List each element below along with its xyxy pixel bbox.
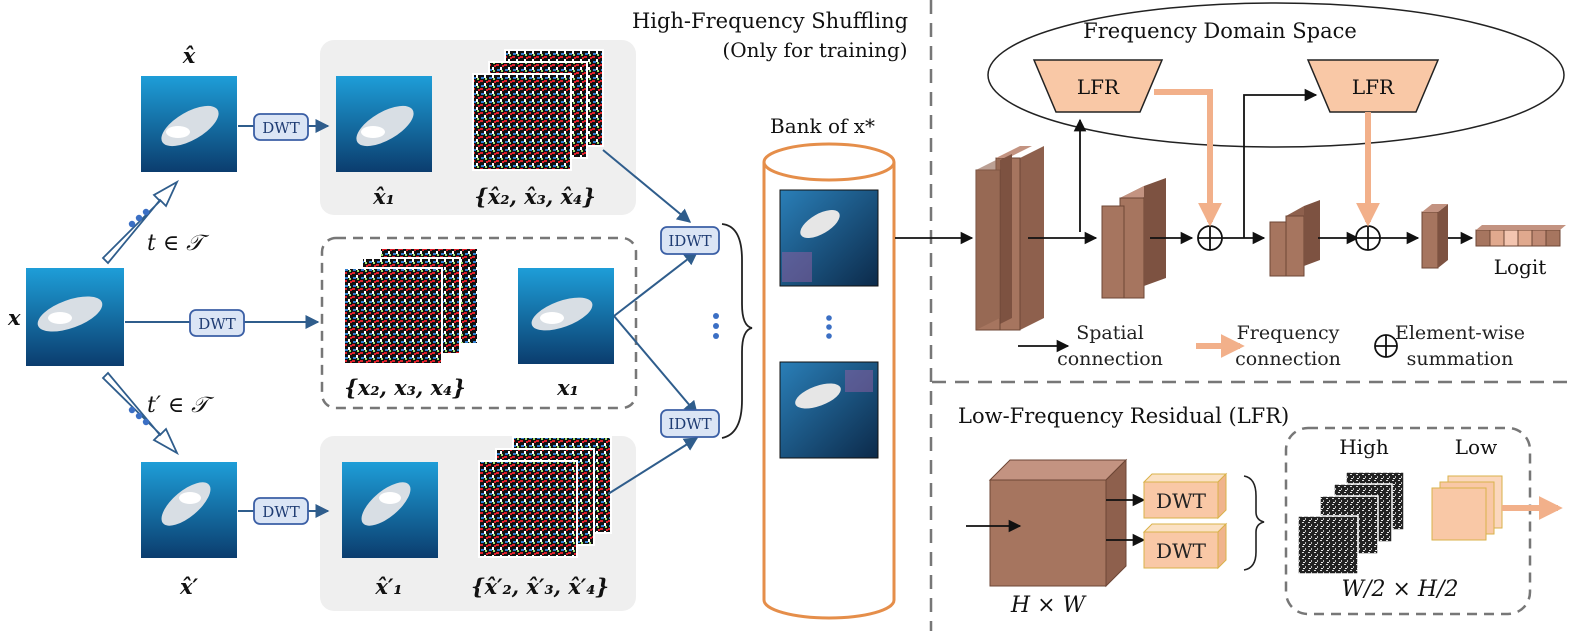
label-xhat: x̂ (182, 43, 196, 68)
fds-title: Frequency Domain Space (1083, 19, 1357, 43)
label-t-in-T: t ∈ 𝒯 (147, 231, 210, 256)
label-tprime-in-T: t′ ∈ 𝒯 (147, 393, 215, 418)
lfr-block-2[interactable]: LFR (1306, 59, 1440, 113)
sum-icon (1374, 334, 1398, 358)
sum-node-1 (1197, 225, 1223, 251)
legend-freq-2: connection (1235, 348, 1341, 370)
label-xhatprime: x̂′ (179, 574, 199, 599)
legend-spatial-2: connection (1057, 348, 1163, 370)
high-freq-gray-stack (1297, 471, 1405, 575)
svg-text:DWT: DWT (198, 315, 235, 333)
legend-freq-1: Frequency (1237, 322, 1340, 344)
label-hw: H × W (1010, 593, 1088, 618)
middle-panel (320, 236, 638, 410)
logit-label: Logit (1494, 255, 1547, 279)
dwt-button-middle[interactable]: DWT (189, 309, 245, 337)
label-x1: x₁ (556, 375, 579, 400)
high-freq-stack-x234 (343, 247, 479, 365)
label-w2h2: W/2 × H/2 (1341, 577, 1458, 602)
feature-layer-2 (1101, 178, 1166, 299)
idwt-button-bottom[interactable]: IDWT (660, 409, 720, 438)
svg-text:LFR: LFR (1352, 75, 1395, 99)
lfr-title: Low-Frequency Residual (LFR) (958, 404, 1289, 428)
svg-text:DWT: DWT (1156, 539, 1207, 563)
frequency-domain-ellipse (987, 2, 1565, 148)
label-xhatprime234: {x̂′₂, x̂′₃, x̂′₄} (471, 574, 609, 599)
svg-text:IDWT: IDWT (668, 415, 711, 433)
augment-arrow-down (101, 371, 179, 456)
low-freq-block (1431, 475, 1503, 541)
svg-text:DWT: DWT (262, 119, 299, 137)
label-high: High (1339, 435, 1389, 459)
logit-vector (1475, 225, 1566, 247)
bank-label: Bank of x* (770, 114, 875, 138)
label-xhat1: x̂₁ (372, 184, 395, 209)
svg-text:IDWT: IDWT (668, 232, 711, 250)
label-low: Low (1455, 435, 1497, 459)
input-feature-block (988, 458, 1128, 588)
brace-left (721, 223, 753, 439)
low-freq-image-x1 (518, 268, 614, 364)
ellipsis-dots-idwt (713, 313, 719, 339)
dwt-block-1[interactable]: DWT (1142, 472, 1228, 520)
low-freq-image-xhat1 (336, 76, 432, 172)
legend-spatial-1: Spatial (1076, 322, 1144, 344)
low-freq-image-xhatprime1 (342, 462, 438, 558)
bank-cylinder (762, 142, 896, 620)
legend-sum-1: Element-wise (1395, 322, 1525, 344)
lfr-block-1[interactable]: LFR (1032, 59, 1164, 113)
sum-node-2 (1355, 225, 1381, 251)
input-image-x (26, 268, 124, 366)
brace-right (1243, 475, 1265, 571)
augmented-image-xhatprime (141, 462, 237, 558)
feature-layer-4 (1421, 204, 1448, 269)
svg-text:DWT: DWT (262, 503, 299, 521)
dwt-block-2[interactable]: DWT (1142, 522, 1228, 570)
label-x: x (7, 305, 21, 330)
feature-layer-3 (1269, 200, 1320, 277)
augmented-image-xhat (141, 76, 237, 172)
legend: Spatial connection Frequency connection … (1018, 322, 1525, 370)
label-x234: {x₂, x₃, x₄} (344, 375, 465, 400)
lfr-output-panel (1284, 426, 1532, 616)
high-freq-stack-xhat234 (472, 49, 604, 171)
hfs-title: High-Frequency Shuffling (632, 9, 908, 33)
idwt-button-top[interactable]: IDWT (660, 226, 720, 255)
label-xhat234: {x̂₂, x̂₃, x̂₄} (474, 184, 595, 209)
label-xhatprime1: x̂′₁ (374, 574, 402, 599)
legend-sum-2: summation (1407, 348, 1514, 370)
dwt-button-top[interactable]: DWT (253, 113, 309, 141)
hfs-note: (Only for training) (722, 38, 907, 62)
high-freq-stack-xhatprime234 (478, 436, 612, 558)
dwt-button-bottom[interactable]: DWT (253, 497, 309, 525)
svg-text:DWT: DWT (1156, 489, 1207, 513)
svg-text:LFR: LFR (1077, 75, 1120, 99)
augment-arrow-up (101, 179, 179, 265)
